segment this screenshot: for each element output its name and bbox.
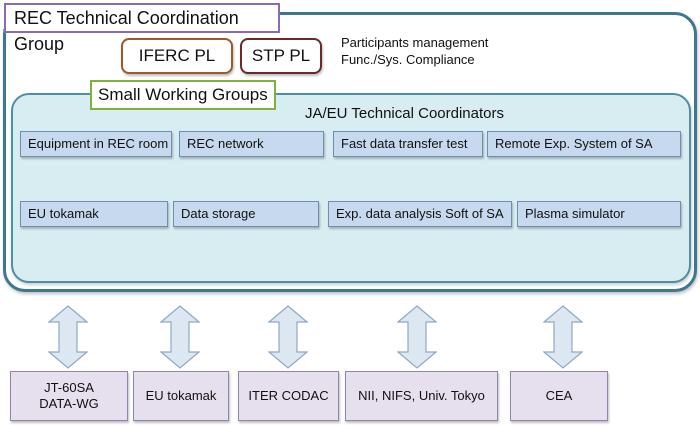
- double-arrow-icon: [160, 305, 200, 369]
- wg-remote-exp-system: Remote Exp. System of SA: [487, 131, 681, 157]
- wg-equipment-rec-room: Equipment in REC room: [20, 131, 172, 157]
- wg-plasma-simulator: Plasma simulator: [517, 201, 681, 227]
- double-arrow-icon: [543, 305, 583, 369]
- small-working-groups-container: [11, 93, 691, 283]
- participants-line-2: Func./Sys. Compliance: [341, 52, 475, 67]
- double-arrow-icon: [397, 305, 437, 369]
- nii-nifs-univ-tokyo-box: NII, NIFS, Univ. Tokyo: [345, 371, 498, 421]
- double-arrow-icon: [268, 305, 308, 369]
- wg-data-storage: Data storage: [173, 201, 319, 227]
- stp-pl-box: STP PL: [240, 38, 322, 74]
- coordination-group-title: REC Technical Coordination Group: [4, 3, 280, 54]
- technical-coordinators-label: JA/EU Technical Coordinators: [305, 105, 504, 122]
- double-arrow-icon: [48, 305, 88, 369]
- cea-box: CEA: [510, 371, 608, 421]
- participants-text: Participants management Func./Sys. Compl…: [341, 34, 488, 68]
- wg-exp-data-analysis: Exp. data analysis Soft of SA: [328, 201, 512, 227]
- wg-rec-network: REC network: [179, 131, 324, 157]
- small-working-groups-label: Small Working Groups: [90, 80, 276, 110]
- eu-tokamak-box: EU tokamak: [133, 371, 229, 421]
- wg-eu-tokamak: EU tokamak: [20, 201, 168, 227]
- jt60sa-data-wg-box: JT-60SA DATA-WG: [10, 371, 128, 421]
- wg-fast-data-transfer: Fast data transfer test: [333, 131, 483, 157]
- iferc-pl-box: IFERC PL: [121, 38, 233, 74]
- participants-line-1: Participants management: [341, 35, 489, 50]
- iter-codac-box: ITER CODAC: [238, 371, 339, 421]
